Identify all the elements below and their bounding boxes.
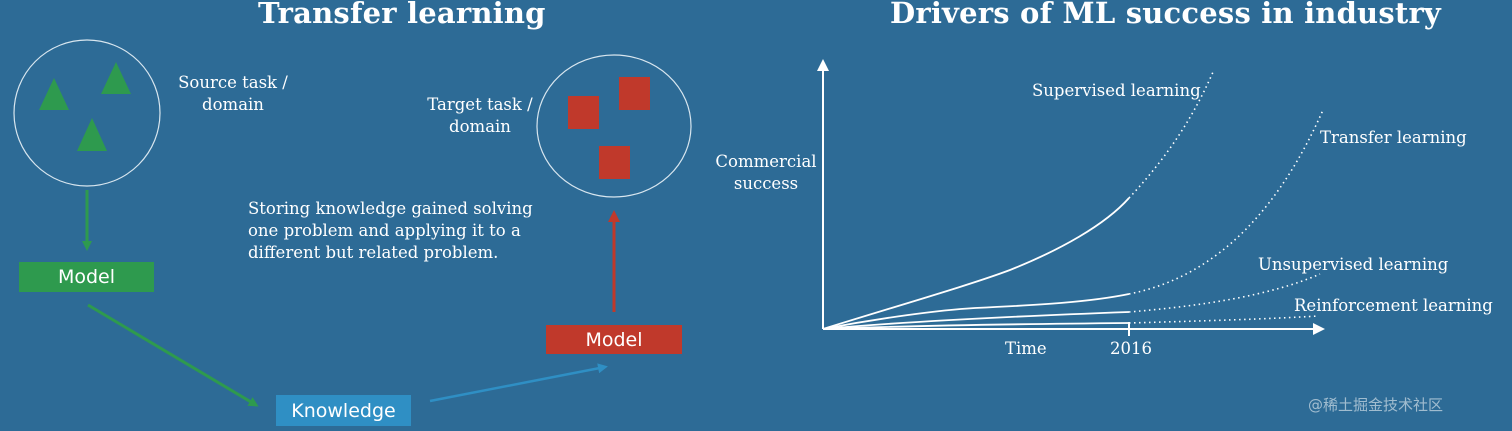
source-triangle [39, 78, 69, 110]
x-marker-label: 2016 [1110, 339, 1152, 358]
description-line: different but related problem. [248, 243, 499, 262]
series-supervised-dotted [1128, 71, 1214, 199]
target-square [568, 96, 599, 129]
y-axis-label-line: success [733, 174, 799, 193]
transfer-description: Storing knowledge gained solving one pro… [248, 198, 533, 264]
x-axis-label: Time [1005, 339, 1047, 358]
target-label-line: domain [449, 117, 511, 136]
y-axis-label-line: Commercial [715, 152, 817, 171]
source-triangle [101, 62, 131, 94]
target-model-box: Model [546, 325, 682, 354]
series-supervised-solid [822, 197, 1130, 330]
description-line: Storing knowledge gained solving [248, 199, 533, 218]
target-label-line: Target task / [427, 95, 533, 114]
source-label-line: domain [202, 95, 264, 114]
source-domain-circle [13, 39, 161, 187]
model-to-knowledge-arrow [87, 303, 259, 407]
knowledge-box: Knowledge [276, 395, 411, 426]
series-transfer-solid [822, 293, 1130, 330]
source-model-box: Model [19, 262, 154, 292]
target-square [599, 146, 630, 179]
knowledge-to-model-arrow [429, 363, 608, 403]
target-domain-circle [536, 54, 692, 198]
series-unsupervised-solid [822, 311, 1130, 330]
right-panel-title: Drivers of ML success in industry [890, 0, 1441, 30]
series-reinforcement-dotted [1128, 315, 1319, 324]
description-line: one problem and applying it to a [248, 221, 521, 240]
source-domain-label: Source task / domain [176, 72, 290, 116]
series-label-supervised: Supervised learning [1032, 81, 1201, 100]
series-unsupervised-dotted [1128, 273, 1321, 313]
series-reinforcement-solid [822, 322, 1130, 330]
series-label-transfer: Transfer learning [1320, 128, 1467, 147]
left-panel-title: Transfer learning [258, 0, 546, 30]
target-square [619, 77, 650, 110]
series-label-reinforcement: Reinforcement learning [1294, 296, 1493, 315]
series-label-unsupervised: Unsupervised learning [1258, 255, 1449, 274]
series-transfer-dotted [1128, 109, 1324, 295]
source-triangle [77, 118, 107, 151]
y-axis-label: Commercial success [712, 151, 820, 195]
source-label-line: Source task / [178, 73, 288, 92]
watermark: @稀土掘金技术社区 [1308, 396, 1444, 414]
target-domain-label: Target task / domain [424, 94, 536, 138]
